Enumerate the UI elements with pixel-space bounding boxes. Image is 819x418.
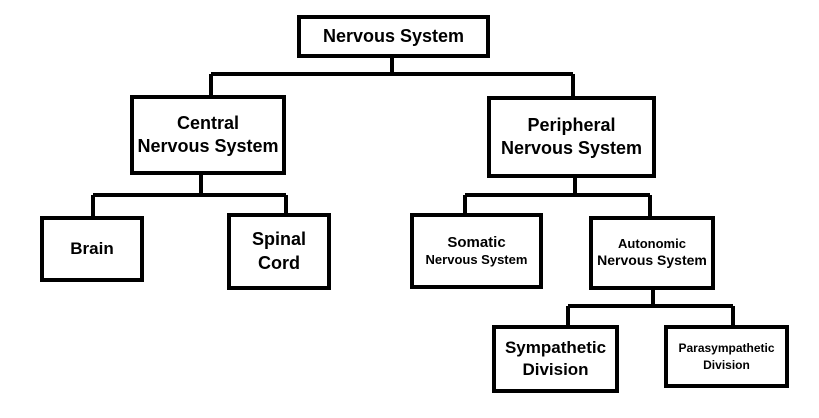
node-brain: Brain xyxy=(40,216,144,282)
node-nervous-system: Nervous System xyxy=(297,15,490,58)
node-peripheral-nervous-system: Peripheral Nervous System xyxy=(487,96,656,178)
node-spinal-cord: Spinal Cord xyxy=(227,213,331,290)
node-sympathetic-division: Sympathetic Division xyxy=(492,325,619,393)
node-parasympathetic-division: Parasympathetic Division xyxy=(664,325,789,388)
node-autonomic-nervous-system: Autonomic Nervous System xyxy=(589,216,715,290)
node-central-nervous-system: Central Nervous System xyxy=(130,95,286,175)
node-somatic-nervous-system: Somatic Nervous System xyxy=(410,213,543,289)
